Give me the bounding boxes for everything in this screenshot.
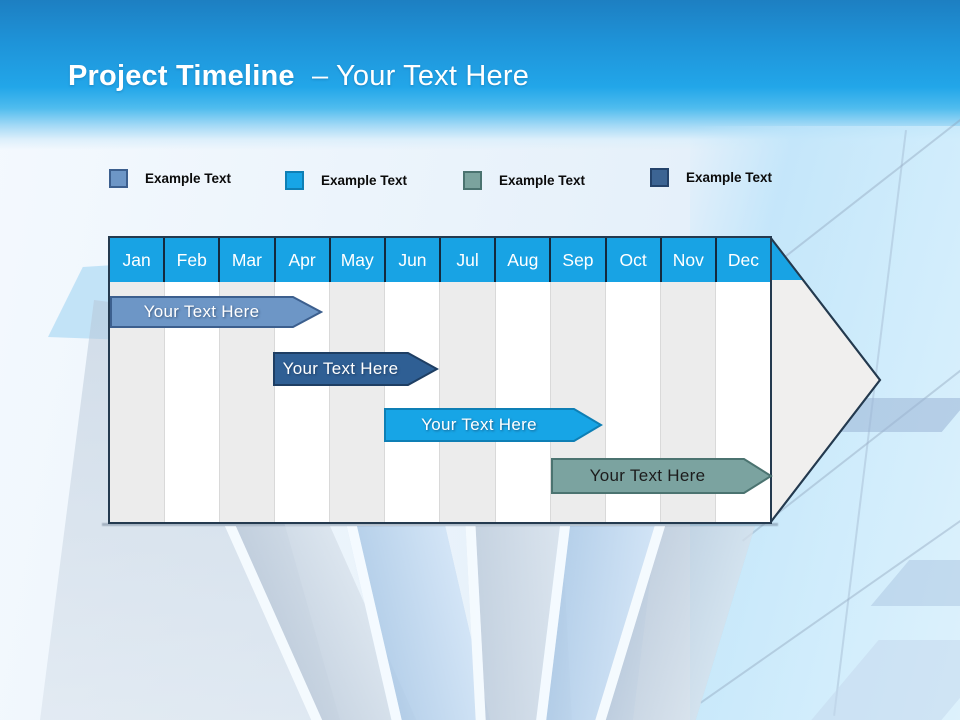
legend-label: Example Text bbox=[686, 170, 773, 185]
legend-swatch-cyan bbox=[285, 171, 304, 190]
legend-swatch-teal-gray bbox=[463, 171, 482, 190]
month-cell: Nov bbox=[662, 238, 717, 282]
timeline-month-header: Jan Feb Mar Apr May Jun Jul Aug Sep Oct … bbox=[110, 238, 770, 282]
month-column bbox=[495, 282, 551, 522]
legend-item-3: Example Text bbox=[463, 171, 585, 190]
timeline-bar-2: Your Text Here bbox=[273, 352, 439, 386]
timeline-bar-3-label: Your Text Here bbox=[421, 415, 537, 434]
bg-fan-bar bbox=[571, 526, 760, 720]
timeline-bar-2-label: Your Text Here bbox=[282, 359, 399, 378]
legend-item-4: Example Text bbox=[650, 168, 772, 187]
timeline-bar-4: Your Text Here bbox=[551, 458, 773, 494]
month-cell: Sep bbox=[551, 238, 607, 282]
month-column bbox=[385, 282, 441, 522]
month-cell: Jan bbox=[110, 238, 166, 282]
bg-fan-bar bbox=[524, 526, 660, 720]
slide-title-sub: – Your Text Here bbox=[311, 60, 530, 92]
timeline-bar-4-label: Your Text Here bbox=[589, 465, 706, 485]
legend-swatch-navy bbox=[650, 168, 669, 187]
bg-fan-bar bbox=[464, 526, 578, 720]
slide-title: Project Timeline – Your Text Here bbox=[68, 60, 529, 93]
timeline-arrowhead bbox=[770, 236, 882, 524]
legend-label: Example Text bbox=[321, 173, 408, 188]
month-cell: Aug bbox=[496, 238, 552, 282]
month-column bbox=[330, 282, 386, 522]
legend-swatch-steel-blue bbox=[109, 169, 128, 188]
month-column bbox=[440, 282, 496, 522]
legend-label: Example Text bbox=[499, 173, 586, 188]
slide-title-main: Project Timeline bbox=[68, 60, 295, 92]
month-cell: Apr bbox=[276, 238, 331, 282]
month-cell: Jun bbox=[386, 238, 442, 282]
month-cell: Feb bbox=[165, 238, 221, 282]
month-cell: Jul bbox=[441, 238, 497, 282]
month-cell: Mar bbox=[220, 238, 276, 282]
bg-glass-chip bbox=[870, 560, 960, 606]
timeline-bar-3: Your Text Here bbox=[384, 408, 603, 442]
bg-fan-bar bbox=[220, 526, 443, 720]
legend-label: Example Text bbox=[145, 171, 232, 186]
month-cell: Dec bbox=[727, 249, 760, 270]
month-cell: May bbox=[331, 238, 386, 282]
timeline-bar-1-label: Your Text Here bbox=[143, 302, 260, 321]
month-cell: Oct bbox=[607, 238, 662, 282]
bg-fan-bar bbox=[342, 526, 511, 720]
timeline-bar-1: Your Text Here bbox=[110, 296, 323, 328]
bg-glass-chip bbox=[811, 640, 960, 720]
legend-item-2: Example Text bbox=[285, 171, 407, 190]
legend-item-1: Example Text bbox=[109, 169, 231, 188]
bg-reflection-fan bbox=[96, 526, 796, 720]
